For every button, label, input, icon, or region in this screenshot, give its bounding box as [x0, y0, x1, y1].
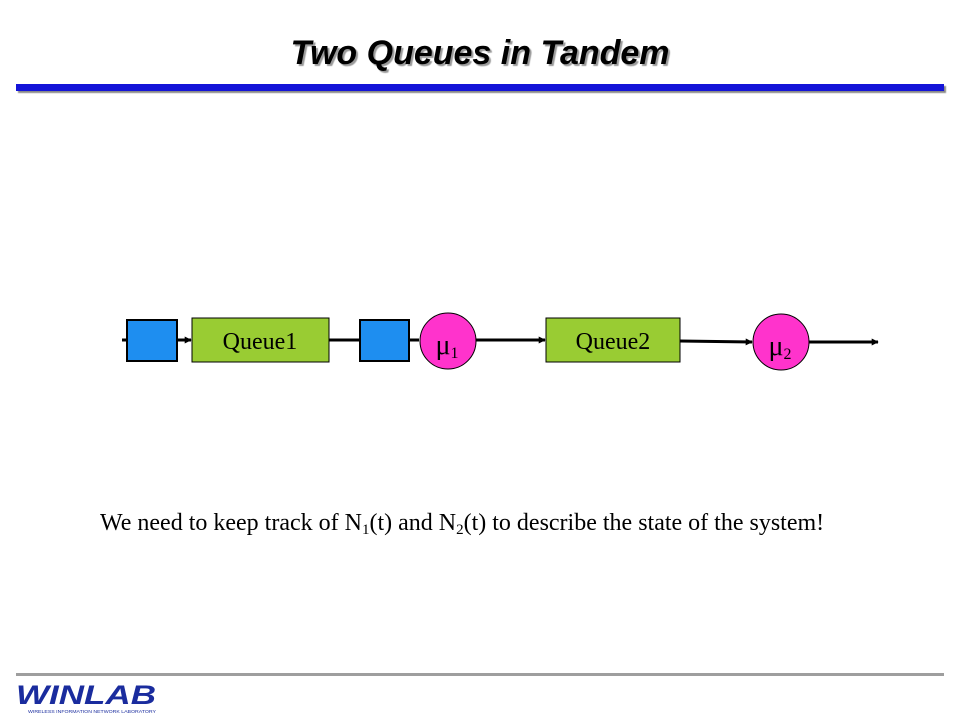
server1-label: μ1 [435, 330, 458, 362]
caption-part2: (t) and N [369, 510, 457, 536]
buffer-box-1 [126, 319, 178, 362]
caption-text: We need to keep track of N1(t) and N2(t)… [100, 506, 860, 540]
queue2-box [545, 317, 681, 363]
buffer-box-2 [359, 319, 410, 362]
title-underline [16, 84, 944, 91]
server2-index: 2 [784, 346, 792, 363]
winlab-logo-subtext: WIRELESS INFORMATION NETWORK LABORATORY [28, 709, 156, 714]
server1-index: 1 [451, 345, 459, 362]
caption-sub1: 1 [361, 522, 370, 538]
arrow-queue2-to-server2 [679, 338, 753, 346]
server1-circle [419, 312, 477, 370]
queue1-box [191, 317, 330, 363]
server2-label: μ2 [768, 331, 791, 363]
winlab-logo-text: WINLAB [16, 680, 156, 710]
server2-circle [752, 313, 810, 371]
footer-divider [16, 673, 944, 676]
server2-symbol: μ [768, 331, 783, 362]
server1-symbol: μ [435, 330, 450, 361]
queue2-label: Queue2 [576, 329, 651, 355]
slide-title: Two Queues in Tandem [290, 34, 670, 72]
caption-sub2: 2 [456, 522, 464, 538]
caption-part1: We need to keep track of N [100, 510, 362, 536]
caption-part3: (t) to describe the state of the system! [463, 510, 825, 536]
queue1-label: Queue1 [223, 329, 298, 355]
winlab-logo: WINLAB WIRELESS INFORMATION NETWORK LABO… [16, 680, 156, 714]
